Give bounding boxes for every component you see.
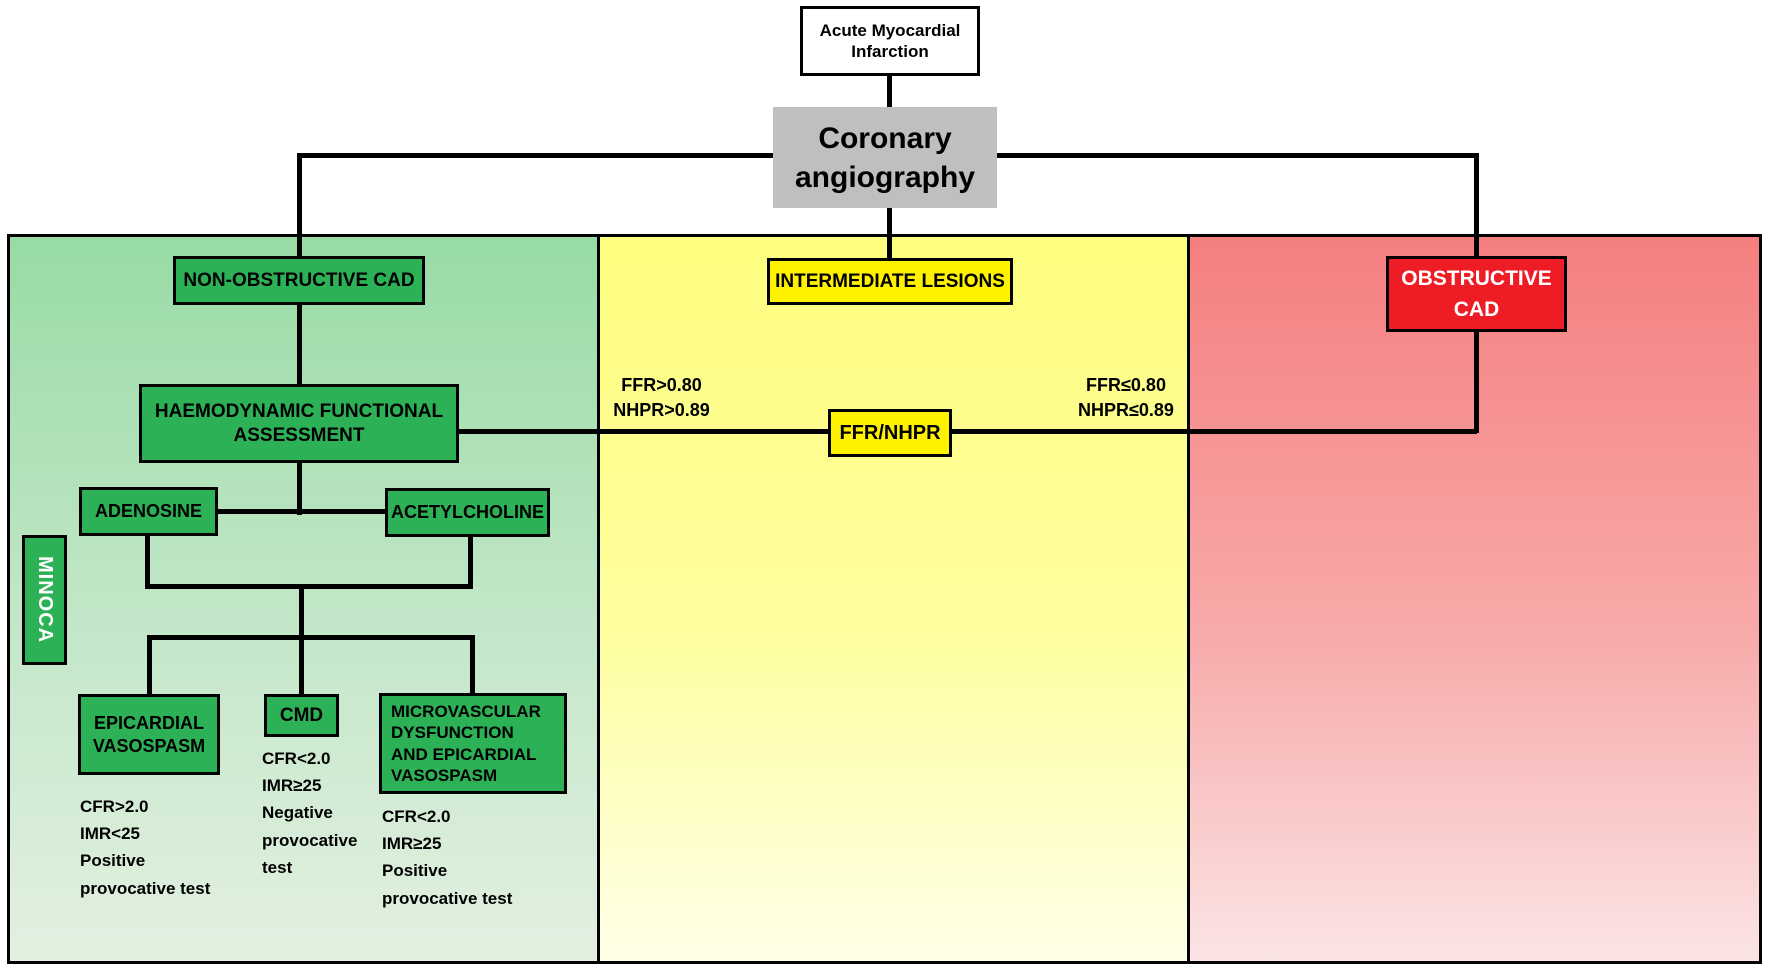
connector-line xyxy=(299,584,304,640)
connector-line xyxy=(145,536,150,589)
criteria-cmd: CFR<2.0 IMR≥25 Negative provocative test xyxy=(262,749,358,877)
node-non-obstructive-cad: NON-OBSTRUCTIVE CAD xyxy=(173,256,425,305)
panel-intermediate-lesions xyxy=(597,234,1190,964)
node-ffr-nhpr: FFR/NHPR xyxy=(828,409,952,457)
node-cmd: CMD xyxy=(264,694,339,737)
criteria-microvascular-dysfunction: CFR<2.0 IMR≥25 Positive provocative test xyxy=(382,807,513,908)
connector-line xyxy=(459,429,1477,434)
node-minoca-label: MINOCA xyxy=(22,535,67,665)
connector-line xyxy=(297,463,302,515)
node-acetylcholine: ACETYLCHOLINE xyxy=(385,488,550,537)
node-microvascular-dysfunction: MICROVASCULAR DYSFUNCTION AND EPICARDIAL… xyxy=(379,693,567,794)
connector-line xyxy=(1474,153,1479,259)
node-epicardial-vasospasm: EPICARDIAL VASOSPASM xyxy=(78,694,220,775)
connector-line xyxy=(297,305,302,387)
node-obstructive-cad: OBSTRUCTIVE CAD xyxy=(1386,256,1567,332)
connector-line xyxy=(1474,330,1479,433)
connector-line xyxy=(887,76,892,109)
criteria-epicardial-vasospasm: CFR>2.0 IMR<25 Positive provocative test xyxy=(80,797,211,898)
node-adenosine: ADENOSINE xyxy=(79,487,218,536)
connector-line xyxy=(468,537,473,589)
node-acute-myocardial-infarction: Acute Myocardial Infarction xyxy=(800,6,980,76)
connector-line xyxy=(218,509,385,514)
node-coronary-angiography: Coronary angiography xyxy=(773,107,997,208)
connector-line xyxy=(145,584,473,589)
node-haemodynamic-functional-assessment: HAEMODYNAMIC FUNCTIONAL ASSESSMENT xyxy=(139,384,459,463)
connector-line xyxy=(470,635,475,693)
label-ffr-below-threshold: FFR≤0.80 NHPR≤0.89 xyxy=(1078,375,1174,421)
connector-line xyxy=(299,635,304,694)
label-ffr-above-threshold: FFR>0.80 NHPR>0.89 xyxy=(613,375,710,421)
connector-line xyxy=(297,153,302,259)
connector-line xyxy=(147,635,152,694)
node-intermediate-lesions: INTERMEDIATE LESIONS xyxy=(767,258,1013,305)
connector-line xyxy=(887,208,892,260)
connector-line xyxy=(147,635,475,640)
